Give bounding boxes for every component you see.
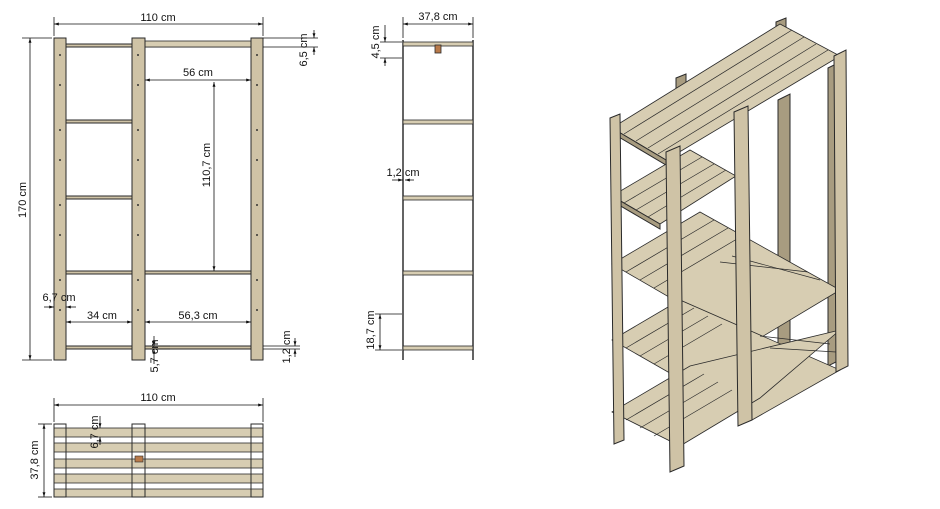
side-view: 37,8 cm 4,5 cm 1,2 cm 18,7 cm [365, 11, 474, 360]
side-depth-label: 37,8 cm [418, 11, 457, 23]
iso-shelves [611, 23, 841, 447]
front-right-bay-label: 56,3 cm [178, 310, 217, 322]
side-top-offset-label: 4,5 cm [370, 25, 382, 58]
front-height-label: 170 cm [17, 182, 29, 218]
front-left-post [53, 37, 67, 361]
front-middle-post [131, 37, 146, 361]
top-slats [53, 427, 264, 498]
top-width-label: 110 cm [140, 392, 175, 404]
front-post-width-label: 6,7 cm [42, 292, 75, 304]
front-view: 110 cm 170 cm 6,5 cm 56 cm 110,7 cm 6,7 … [17, 12, 318, 373]
front-slat-thickness-label: 1,2 cm [281, 330, 293, 363]
iso-front-posts [609, 49, 849, 473]
side-bottom-height-label: 18,7 cm [365, 310, 377, 349]
side-board-thickness-label: 1,2 cm [386, 167, 419, 179]
front-bottom-slat-label: 5,7 cm [149, 339, 161, 372]
isometric-view [609, 17, 849, 473]
front-gap-top-label: 6,5 cm [298, 33, 310, 66]
front-post-holes [59, 54, 258, 311]
front-width-label: 110 cm [140, 12, 175, 24]
front-inner-height-label: 110,7 cm [201, 143, 213, 187]
front-right-post [250, 37, 264, 361]
top-view: 110 cm 37,8 cm 6,7 cm [29, 392, 264, 498]
front-left-bay-label: 34 cm [87, 310, 117, 322]
side-shelves [402, 41, 474, 351]
top-depth-label: 37,8 cm [29, 440, 41, 479]
top-slat-width-label: 6,7 cm [89, 415, 101, 448]
front-inner-width-label: 56 cm [183, 67, 213, 79]
front-shelves [65, 40, 253, 350]
